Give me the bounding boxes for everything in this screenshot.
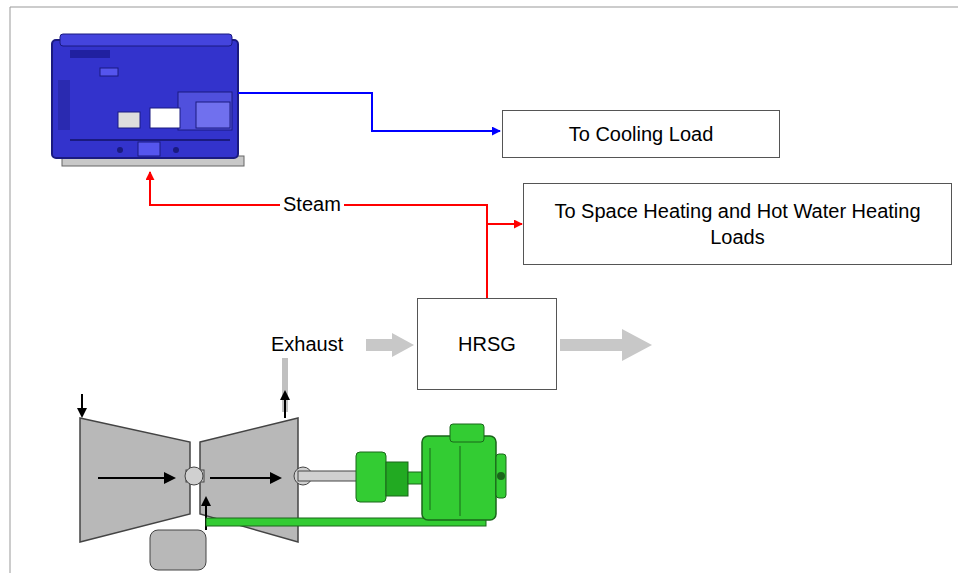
load-box: To Cooling Load: [502, 110, 780, 158]
chilled-water-line: [238, 93, 500, 131]
gas-turbine: [77, 390, 358, 570]
steam-line: [150, 172, 487, 224]
steam-connector: [487, 224, 522, 298]
box-text: To Cooling Load: [559, 121, 724, 147]
load-box: To Space Heating and Hot Water Heating L…: [523, 183, 952, 265]
absorption-chiller: [52, 34, 244, 166]
box-text: To Space Heating and Hot Water Heating L…: [524, 198, 951, 250]
flow-label: Exhaust: [268, 332, 346, 356]
frame: [10, 7, 958, 573]
hrsg-box: HRSG: [417, 298, 557, 390]
box-text: HRSG: [448, 331, 526, 357]
generator: [206, 424, 506, 526]
flow-label: Steam: [280, 192, 344, 216]
